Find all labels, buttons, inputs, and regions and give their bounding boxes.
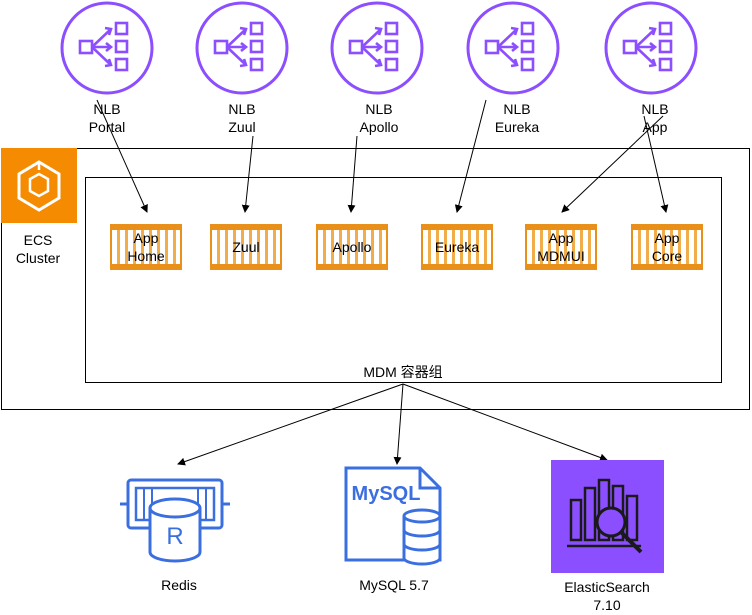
nlb-zuul-label-line2: Zuul <box>228 119 256 135</box>
mysql-icon: MySQL <box>344 466 442 566</box>
container-label-line2: Core <box>651 248 683 264</box>
container-label-line1: App <box>654 230 680 246</box>
elasticsearch-label-line1: ElasticSearch <box>564 579 650 595</box>
arrow-eureka-to-eureka <box>454 99 487 213</box>
container-label-line1: App <box>133 230 159 246</box>
arrow-portal-to-apphome <box>96 99 148 213</box>
ecs-cluster-label-line2: Cluster <box>15 250 61 266</box>
ecs-cluster-boundary <box>1 148 750 410</box>
arrow-group-to-redis <box>177 383 404 466</box>
ecs-icon <box>1 148 77 223</box>
container-label-line1: Eureka <box>434 239 480 255</box>
mysql-label: MySQL 5.7 <box>359 577 429 593</box>
container-label-line2: Home <box>127 248 165 264</box>
container-label-line1: Zuul <box>232 239 260 255</box>
nlb-portal-label-line1: NLB <box>93 101 121 117</box>
nlb-eureka-label-line2: Eureka <box>494 119 540 135</box>
container-apollo[interactable]: Apollo <box>316 224 388 270</box>
arrow-app-to-mdmui <box>561 115 664 213</box>
arrow-zuul-to-zuul <box>241 135 254 213</box>
container-label-line1: App <box>548 230 574 246</box>
nlb-eureka-label-line1: NLB <box>503 101 531 117</box>
mdm-group-label: MDM 容器组 <box>363 364 443 380</box>
nlb-portal-label-line2: Portal <box>88 119 126 135</box>
mdm-container-group <box>85 177 722 383</box>
nlb-apollo-label-line1: NLB <box>365 101 393 117</box>
elasticsearch-label-line2: 7.10 <box>593 597 621 613</box>
elasticsearch-icon <box>551 460 664 573</box>
svg-text:R: R <box>166 523 183 550</box>
container-eureka[interactable]: Eureka <box>421 224 493 270</box>
container-label-line2: MDMUI <box>537 248 585 264</box>
arrow-group-to-mysql <box>393 383 404 465</box>
container-label-line1: Apollo <box>332 239 372 255</box>
arrow-apollo-to-apollo <box>347 135 358 213</box>
arrow-group-to-es <box>402 383 608 462</box>
container-zuul[interactable]: Zuul <box>210 224 282 270</box>
nlb-apollo-label-line2: Apollo <box>359 119 399 135</box>
arrow-app-to-core <box>643 115 669 213</box>
ecs-cluster-label-line1: ECS <box>23 232 53 248</box>
redis-label: Redis <box>161 577 197 593</box>
redis-icon: R <box>120 478 230 563</box>
nlb-app-label-line1: NLB <box>641 101 669 117</box>
mysql-icon-text: MySQL <box>352 483 421 505</box>
nlb-zuul-label-line1: NLB <box>228 101 256 117</box>
nlb-app-label-line2: App <box>642 119 668 135</box>
